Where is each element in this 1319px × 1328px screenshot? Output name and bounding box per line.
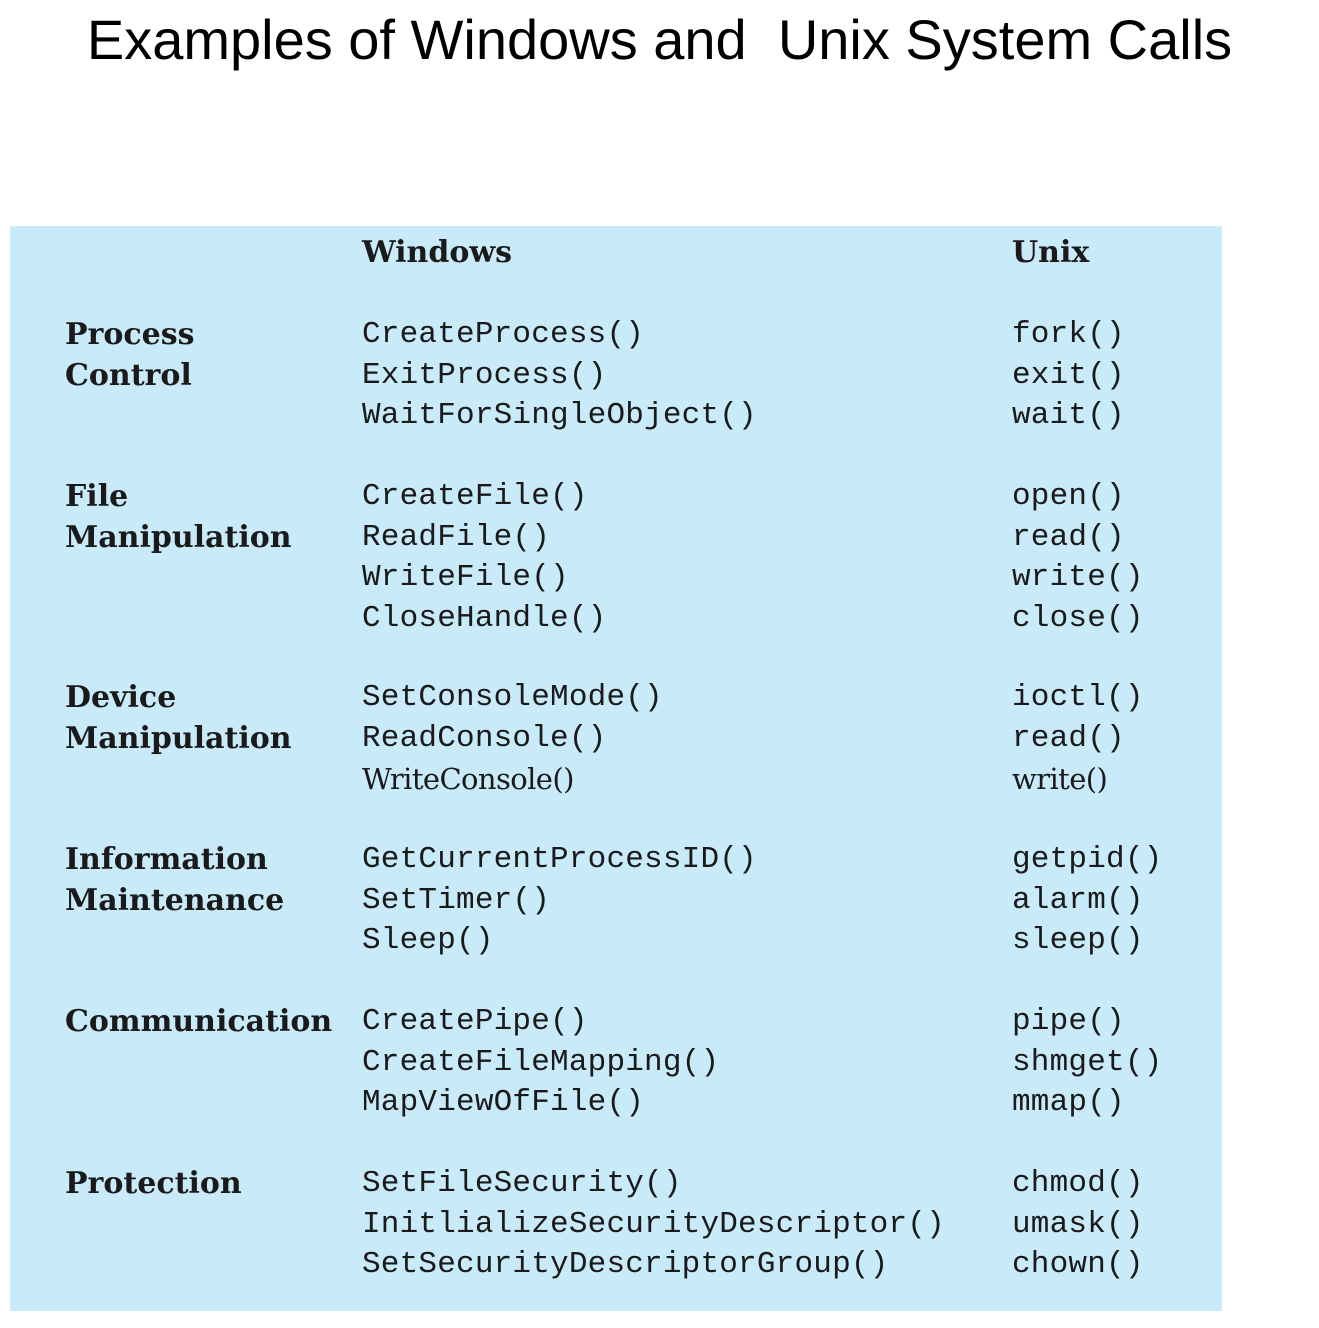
unix-calls: fork() exit() wait() [1012,315,1125,437]
unix-call: alarm() [1012,882,1144,918]
category-label: Communication [65,1002,332,1043]
category-line: Maintenance [65,882,285,918]
windows-calls: SetFileSecurity() InitlializeSecurityDes… [362,1164,945,1286]
windows-call: GetCurrentProcessID() [362,842,757,877]
windows-call: SetSecurityDescriptorGroup() [362,1247,889,1282]
unix-call: mmap() [1012,1085,1125,1120]
windows-calls: CreateFile() ReadFile() WriteFile() Clos… [362,477,606,639]
unix-call: umask() [1012,1206,1144,1242]
unix-call: read() [1012,519,1125,555]
slide-title: Examples of Windows and Unix System Call… [86,8,1233,71]
system-calls-table [10,226,1222,1311]
unix-call: write() [1012,762,1108,796]
unix-calls: open() read() write() close() [1012,477,1144,639]
unix-calls: ioctl() read() write() [1012,678,1144,800]
windows-calls: SetConsoleMode() ReadConsole() WriteCons… [362,678,663,800]
windows-calls: CreatePipe() CreateFileMapping() MapView… [362,1002,719,1124]
windows-call: SetFileSecurity() [362,1166,682,1201]
unix-call: pipe() [1012,1004,1125,1039]
unix-call: sleep() [1012,923,1144,958]
windows-call: CloseHandle() [362,600,607,636]
category-label: Information Maintenance [65,840,284,921]
unix-call: chmod() [1012,1166,1144,1201]
unix-call: shmget() [1012,1044,1163,1080]
category-label: File Manipulation [65,477,292,558]
windows-call: WriteFile() [362,560,569,595]
unix-call: write() [1012,560,1144,595]
category-line: Communication [65,1004,333,1039]
unix-call: open() [1012,479,1125,514]
windows-call: SetConsoleMode() [362,680,663,715]
unix-call: wait() [1012,398,1125,433]
windows-calls: GetCurrentProcessID() SetTimer() Sleep() [362,840,757,962]
category-label: Protection [65,1164,242,1205]
unix-call: read() [1012,720,1125,756]
unix-calls: pipe() shmget() mmap() [1012,1002,1162,1124]
windows-call: CreateFile() [362,479,588,514]
windows-call: InitlializeSecurityDescriptor() [362,1206,945,1242]
category-line: Protection [65,1166,242,1201]
category-line: Information [65,842,268,877]
column-header-windows: Windows [362,235,513,270]
category-label: Process Control [65,315,195,396]
windows-call: SetTimer() [362,882,551,918]
unix-calls: getpid() alarm() sleep() [1012,840,1162,962]
windows-call: ReadConsole() [362,720,607,756]
windows-call: CreatePipe() [362,1004,588,1039]
windows-call: CreateFileMapping() [362,1044,720,1080]
windows-call: ExitProcess() [362,357,607,393]
windows-call: WaitForSingleObject() [362,398,757,433]
unix-call: exit() [1012,357,1125,393]
unix-call: fork() [1012,317,1125,352]
windows-calls: CreateProcess() ExitProcess() WaitForSin… [362,315,757,437]
unix-call: getpid() [1012,842,1163,877]
windows-call: Sleep() [362,923,494,958]
category-line: Manipulation [65,720,292,756]
column-header-unix: Unix [1012,235,1090,270]
category-line: Control [65,357,192,393]
category-label: Device Manipulation [65,678,292,759]
category-line: Device [65,680,177,715]
category-line: Manipulation [65,519,292,555]
windows-call: ReadFile() [362,519,551,555]
unix-call: close() [1012,600,1144,636]
windows-call: MapViewOfFile() [362,1085,645,1120]
category-line: File [65,479,129,514]
category-line: Process [65,317,195,352]
windows-call: CreateProcess() [362,317,645,352]
unix-calls: chmod() umask() chown() [1012,1164,1144,1286]
unix-call: ioctl() [1012,680,1144,715]
unix-call: chown() [1012,1247,1144,1282]
windows-call: WriteConsole() [362,762,574,796]
